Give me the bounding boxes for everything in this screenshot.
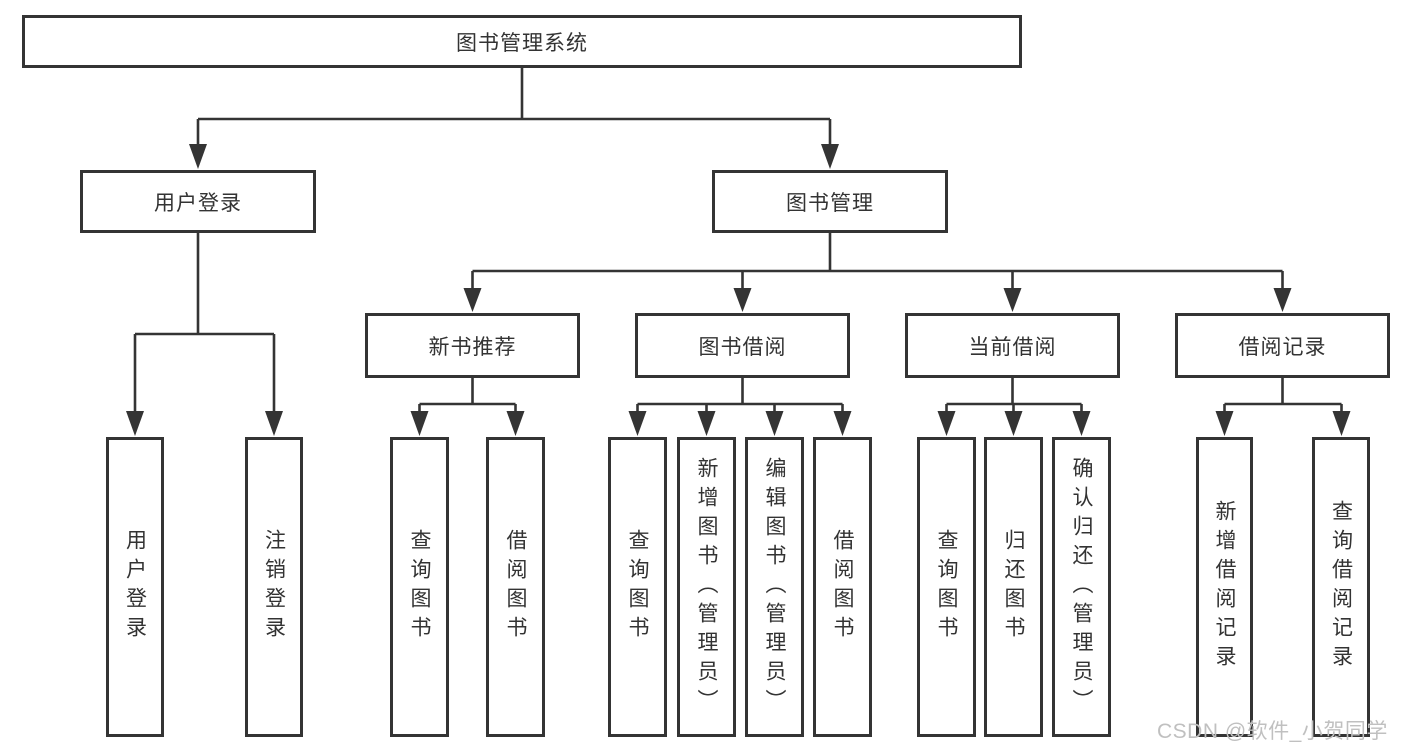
node-book-management: 图书管理 bbox=[712, 170, 948, 233]
node-label: 归还图书 bbox=[1002, 529, 1025, 645]
node-label: 查询图书 bbox=[408, 529, 431, 645]
node-label: 借阅记录 bbox=[1238, 335, 1327, 359]
leaf-logout: 注销登录 bbox=[245, 437, 303, 737]
node-label: 新书推荐 bbox=[428, 335, 517, 359]
node-new-book-recommendation: 新书推荐 bbox=[365, 313, 580, 378]
node-label: 新增借阅记录 bbox=[1213, 500, 1236, 674]
node-label: 用户登录 bbox=[154, 191, 242, 215]
node-borrowing-records: 借阅记录 bbox=[1175, 313, 1390, 378]
node-label: 注销登录 bbox=[262, 529, 286, 645]
node-label: 编辑图书（管理员） bbox=[763, 456, 786, 718]
node-label: 图书管理 bbox=[786, 191, 874, 215]
node-label: 查询图书 bbox=[626, 529, 649, 645]
leaf-borrow-books: 借阅图书 bbox=[486, 437, 545, 737]
node-label: 查询借阅记录 bbox=[1329, 500, 1353, 674]
leaf-query-borrow-record: 查询借阅记录 bbox=[1312, 437, 1370, 737]
leaf-query-books: 查询图书 bbox=[917, 437, 976, 737]
node-label: 图书借阅 bbox=[698, 335, 787, 359]
node-label: 新增图书（管理员） bbox=[695, 456, 718, 718]
node-label: 确认归还（管理员） bbox=[1070, 456, 1093, 718]
node-current-borrowing: 当前借阅 bbox=[905, 313, 1120, 378]
node-book-borrowing: 图书借阅 bbox=[635, 313, 850, 378]
leaf-borrow-books: 借阅图书 bbox=[813, 437, 872, 737]
leaf-confirm-return-admin: 确认归还（管理员） bbox=[1052, 437, 1111, 737]
leaf-return-books: 归还图书 bbox=[984, 437, 1043, 737]
leaf-edit-books-admin: 编辑图书（管理员） bbox=[745, 437, 804, 737]
node-label: 用户登录 bbox=[123, 529, 147, 645]
node-label: 当前借阅 bbox=[968, 335, 1057, 359]
leaf-add-borrow-record: 新增借阅记录 bbox=[1196, 437, 1253, 737]
leaf-query-books: 查询图书 bbox=[608, 437, 667, 737]
leaf-query-books: 查询图书 bbox=[390, 437, 449, 737]
leaf-user-login: 用户登录 bbox=[106, 437, 164, 737]
node-library-management-system: 图书管理系统 bbox=[22, 15, 1022, 68]
node-label: 借阅图书 bbox=[831, 529, 854, 645]
node-user-login: 用户登录 bbox=[80, 170, 316, 233]
node-label: 借阅图书 bbox=[504, 529, 527, 645]
csdn-watermark: CSDN @软件_小贺同学 bbox=[1157, 720, 1388, 743]
leaf-add-books-admin: 新增图书（管理员） bbox=[677, 437, 736, 737]
node-label: 查询图书 bbox=[935, 529, 958, 645]
node-label: 图书管理系统 bbox=[456, 31, 588, 55]
